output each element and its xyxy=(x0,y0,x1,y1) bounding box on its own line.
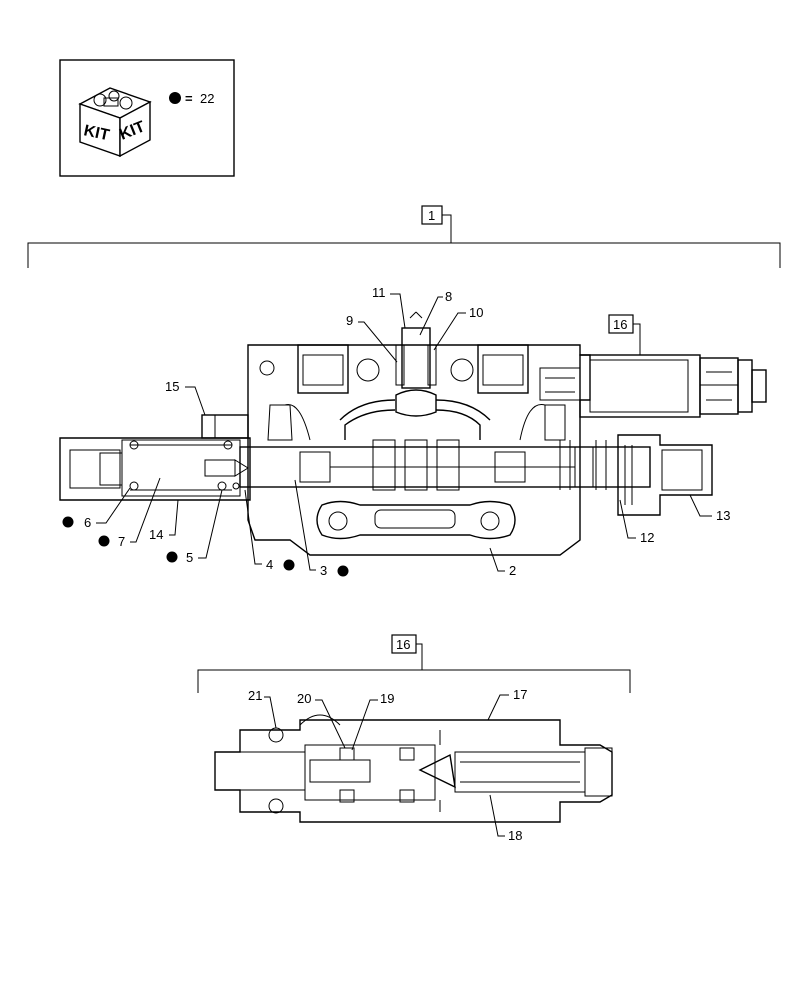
spool xyxy=(299,439,594,491)
callout-2: 2 xyxy=(509,563,516,578)
kit-marker-icon xyxy=(337,565,349,577)
callout-7: 7 xyxy=(118,534,125,549)
plug-15 xyxy=(201,414,249,439)
callout-9: 9 xyxy=(346,313,353,328)
valve-body xyxy=(247,344,591,556)
callout-5: 5 xyxy=(186,550,193,565)
callouts-bottom: 21 20 19 17 18 xyxy=(248,687,527,843)
spool-end-cap-13 xyxy=(617,434,713,516)
callout-6: 6 xyxy=(84,515,91,530)
callout-17: 17 xyxy=(513,687,527,702)
callout-12: 12 xyxy=(640,530,654,545)
kit-box-icon: KIT KIT xyxy=(78,87,152,158)
callout-20: 20 xyxy=(297,691,311,706)
callout-19: 19 xyxy=(380,691,394,706)
callout-4: 4 xyxy=(266,557,273,572)
callout-10: 10 xyxy=(469,305,483,320)
relief-valve-section xyxy=(214,714,613,823)
kit-marker-icon xyxy=(169,92,181,104)
kit-marker-icon xyxy=(98,535,110,547)
check-valve-poppet xyxy=(401,327,431,389)
kit-marker-icon xyxy=(283,559,295,571)
kit-label-left: KIT xyxy=(82,122,111,144)
callouts-main: 11 8 9 10 16 15 6 7 14 5 4 3 2 12 xyxy=(62,285,730,578)
callout-16b: 16 xyxy=(396,637,410,652)
kit-marker-icon xyxy=(166,551,178,563)
callout-13: 13 xyxy=(716,508,730,523)
kit-count: 22 xyxy=(200,91,214,106)
main-valve-section xyxy=(59,311,767,556)
callout-3: 3 xyxy=(320,563,327,578)
callout-18: 18 xyxy=(508,828,522,843)
callout-1: 1 xyxy=(428,208,435,223)
kit-legend: KIT KIT = 22 xyxy=(59,59,235,177)
kit-marker-icon xyxy=(62,516,74,528)
spring-cap-14 xyxy=(59,437,251,501)
port-right xyxy=(477,344,529,394)
callout-16: 16 xyxy=(613,317,627,332)
callout-14: 14 xyxy=(149,527,163,542)
spring-right xyxy=(559,440,607,490)
callout-15: 15 xyxy=(165,379,179,394)
kit-equals: = xyxy=(185,91,193,106)
assembly-bracket-1: 1 xyxy=(27,205,781,268)
callout-8: 8 xyxy=(445,289,452,304)
callout-21: 21 xyxy=(248,688,262,703)
assembly-bracket-16: 16 xyxy=(197,634,631,693)
port-left xyxy=(297,344,349,394)
callout-11: 11 xyxy=(372,285,386,300)
relief-valve-16 xyxy=(539,354,767,418)
